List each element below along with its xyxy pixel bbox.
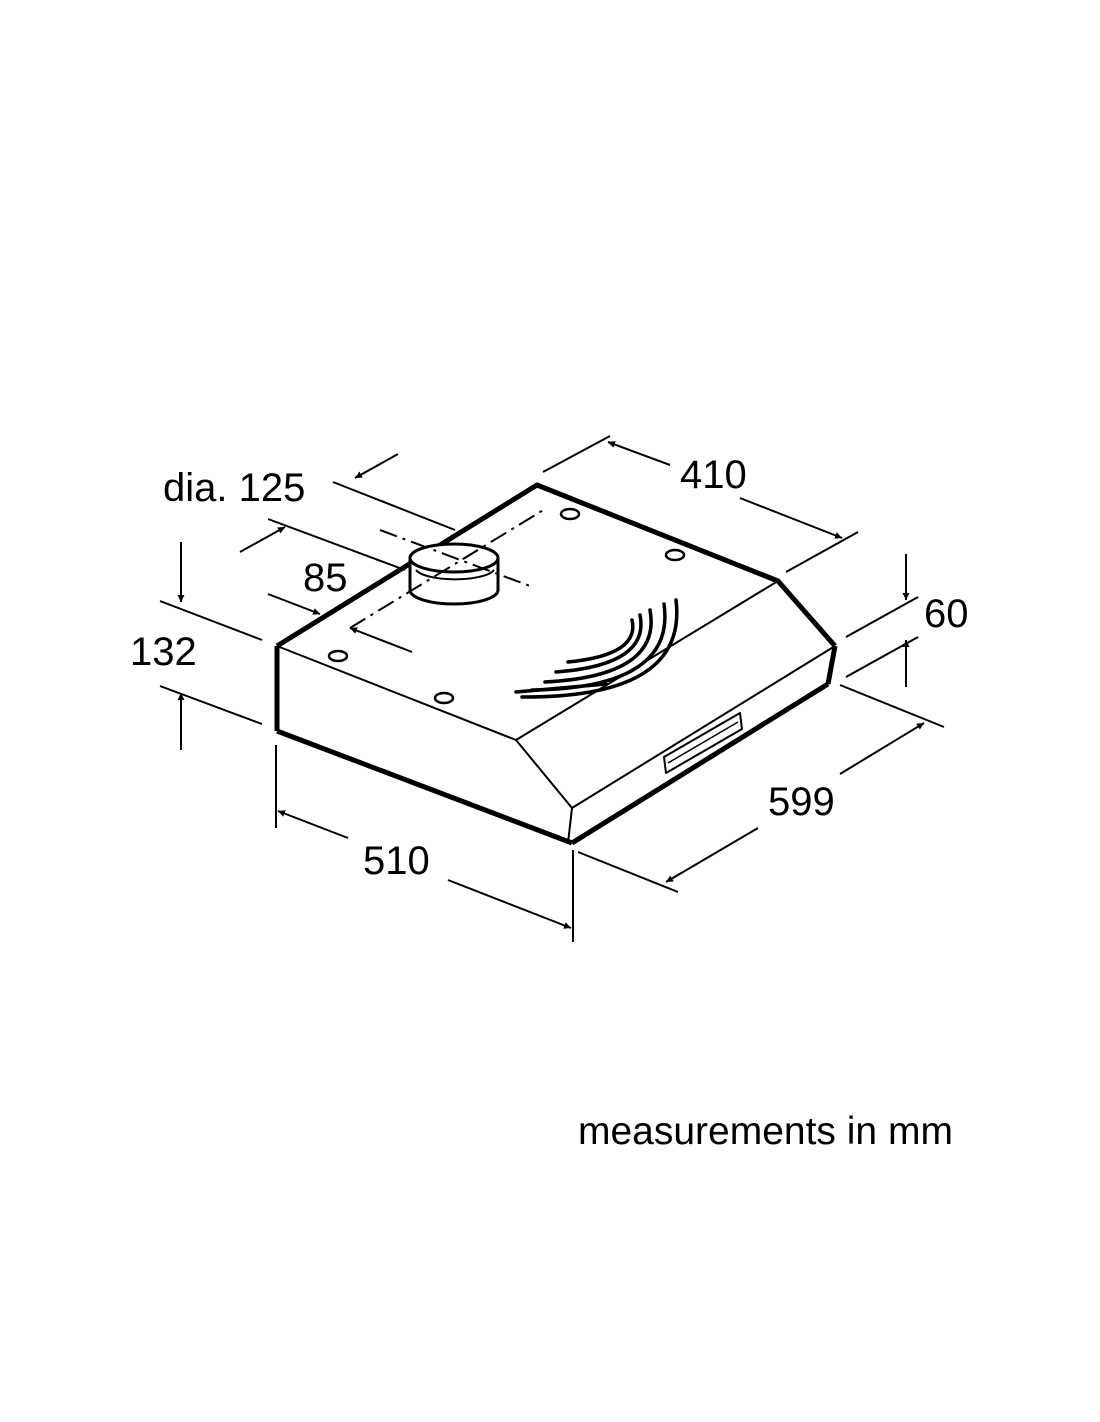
dia-ext-line-2 — [267, 518, 406, 571]
total-height-label: 132 — [130, 630, 197, 674]
duct-diameter-label: dia. 125 — [163, 466, 306, 510]
vent-slot — [520, 598, 679, 699]
front-height-ext-line-2 — [845, 636, 919, 678]
vent-slot — [514, 682, 608, 694]
depth-bottom-label: 510 — [363, 839, 430, 883]
offset-arrow-1 — [267, 593, 321, 615]
depth-top-label: 410 — [680, 453, 747, 497]
duct-offset-label: 85 — [303, 556, 348, 600]
mounting-hole — [559, 507, 581, 521]
duct-center-lines — [349, 508, 546, 629]
hood-right-bottom-edge — [570, 681, 830, 846]
dimension-lines — [159, 435, 945, 942]
depth-top-arrow-2 — [739, 497, 843, 539]
dia-arrow-2 — [239, 526, 286, 553]
center-line-long — [379, 529, 531, 587]
hood-body — [274, 482, 838, 846]
duct-inner-rim — [415, 569, 495, 581]
dia-arrow-1 — [354, 453, 399, 479]
height-ext-line-2 — [159, 685, 263, 725]
depth-top-ext-line-1 — [542, 435, 611, 473]
depth-bottom-arrow-2 — [447, 879, 572, 929]
hood-top-front-fold — [276, 645, 517, 741]
mounting-hole — [327, 649, 349, 663]
control-panel-inner — [667, 721, 739, 764]
control-panel — [663, 712, 743, 774]
vent-slot — [554, 613, 643, 674]
width-ext-line-2 — [839, 684, 945, 728]
depth-top-ext-line-2 — [785, 531, 859, 573]
front-height-ext-line-1 — [845, 596, 919, 638]
depth-top-arrow-1 — [607, 441, 671, 466]
hood-top-outline — [275, 482, 837, 649]
mounting-hole — [664, 548, 686, 562]
duct-collar — [408, 542, 500, 606]
mounting-hole — [433, 691, 455, 705]
offset-arrow-2 — [349, 627, 413, 653]
dia-ext-line-1 — [332, 481, 456, 531]
center-line-cross — [349, 508, 546, 629]
vent-slots — [514, 598, 679, 699]
hood-bottom-edge — [276, 728, 573, 846]
mounting-holes — [327, 507, 686, 705]
width-arrow-2 — [839, 722, 925, 775]
vent-slot — [566, 618, 635, 664]
hood-lower-fold — [515, 739, 573, 809]
width-label: 599 — [768, 780, 835, 824]
hood-right-edge — [825, 645, 838, 685]
width-arrow-1 — [665, 827, 759, 883]
width-ext-line-1 — [577, 851, 679, 893]
depth-bottom-arrow-1 — [277, 810, 349, 839]
units-note: measurements in mm — [578, 1110, 953, 1153]
vent-slot — [543, 608, 653, 684]
front-height-label: 60 — [924, 592, 969, 636]
hood-lower-front-line — [571, 645, 836, 809]
height-ext-line-1 — [159, 600, 263, 641]
hood-corner-line — [567, 807, 573, 844]
